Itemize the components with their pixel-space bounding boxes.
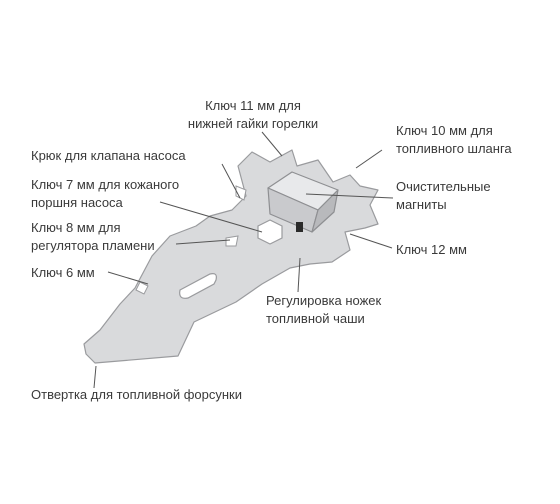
leader-key-8 — [175, 239, 231, 245]
label-key-12-mm: Ключ 12 мм — [396, 241, 467, 259]
label-key-6-mm: Ключ 6 мм — [31, 264, 95, 282]
leader-key-6 — [107, 271, 149, 285]
hex-opening — [257, 219, 283, 245]
leader-legs — [297, 257, 301, 293]
leader-key-12 — [349, 233, 393, 249]
label-key-8-mm: Ключ 8 мм для регулятора пламени — [31, 219, 155, 255]
label-screwdriver: Отвертка для топливной форсунки — [31, 386, 242, 404]
label-hook-text: Крюк для клапана насоса — [31, 148, 186, 163]
magnet-block-side — [311, 189, 339, 233]
label-key-7-line1: Ключ 7 мм для кожаного — [31, 177, 180, 192]
leader-hook — [221, 163, 241, 199]
label-legs-adjust: Регулировка ножек топливной чаши — [266, 292, 381, 328]
label-legs-line2: топливной чаши — [266, 311, 365, 326]
label-key-10-line1: Ключ 10 мм для — [396, 123, 493, 138]
label-magnets-line1: Очистительные — [396, 179, 491, 194]
magnet-insert — [296, 222, 303, 232]
leader-lines — [93, 131, 394, 389]
label-magnets-line2: магниты — [396, 197, 447, 212]
label-key-11-line1: Ключ 11 мм для — [205, 98, 301, 113]
label-key-10-mm: Ключ 10 мм для топливного шланга — [396, 122, 512, 158]
leader-key-7 — [159, 201, 263, 233]
key-6-notch — [135, 281, 149, 295]
label-key-6-text: Ключ 6 мм — [31, 265, 95, 280]
label-key-8-line1: Ключ 8 мм для — [31, 220, 121, 235]
label-screwdriver-text: Отвертка для топливной форсунки — [31, 387, 242, 402]
label-key-11-mm: Ключ 11 мм для нижней гайки горелки — [183, 97, 323, 133]
label-magnets: Очистительные магниты — [396, 178, 491, 214]
label-key-8-line2: регулятора пламени — [31, 238, 155, 253]
label-legs-line1: Регулировка ножек — [266, 293, 382, 308]
label-key-12-text: Ключ 12 мм — [396, 242, 467, 257]
leader-screwdriver — [93, 365, 97, 389]
leader-key-11 — [261, 131, 283, 157]
tool-slot — [179, 273, 217, 299]
label-key-10-line2: топливного шланга — [396, 141, 512, 156]
label-key-7-line2: поршня насоса — [31, 195, 123, 210]
label-key-11-line2: нижней гайки горелки — [187, 116, 319, 131]
key-8-notch — [225, 235, 239, 247]
hook-cut — [235, 185, 247, 201]
leader-key-10 — [355, 149, 383, 169]
label-key-7-mm: Ключ 7 мм для кожаного поршня насоса — [31, 176, 179, 212]
label-hook: Крюк для клапана насоса — [31, 147, 186, 165]
leader-magnets — [305, 193, 394, 199]
